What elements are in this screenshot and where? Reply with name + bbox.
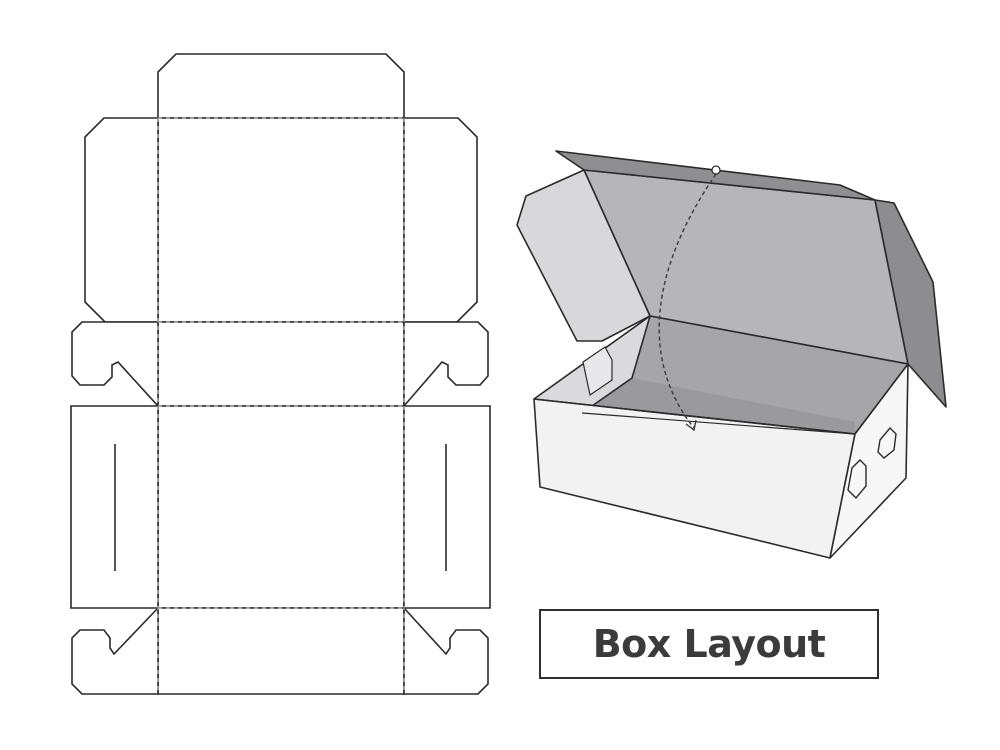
front-panel — [157, 607, 405, 695]
upper-right-lock-ear — [403, 321, 489, 409]
lid-left-flap — [84, 117, 159, 323]
back-panel — [157, 321, 405, 407]
base-panel — [157, 405, 405, 609]
title-label-box: Box Layout — [539, 609, 879, 679]
inner-left-wall-tab — [582, 346, 613, 396]
diagram-title: Box Layout — [592, 622, 826, 666]
lid-panel — [157, 117, 405, 323]
box-right-wall — [829, 363, 909, 559]
hinge-pivot-point — [711, 165, 721, 175]
lower-left-lock-ear — [71, 606, 159, 695]
lid-right-flap — [403, 117, 478, 323]
upper-left-lock-ear — [71, 321, 159, 409]
handle-cutout-lower — [847, 459, 867, 500]
assembled-box — [516, 150, 947, 559]
base-right-wall — [403, 405, 491, 609]
box-rim-edge — [533, 398, 856, 435]
arrow-head-icon — [685, 419, 697, 432]
closing-motion-arrow — [658, 173, 717, 429]
dieline — [70, 53, 491, 695]
lower-right-lock-ear — [403, 605, 489, 695]
lid-right-flap-3d — [874, 199, 947, 408]
box-rim-inner — [581, 412, 856, 435]
top-tuck-flap — [157, 53, 405, 119]
handle-cutout-upper — [877, 426, 897, 459]
